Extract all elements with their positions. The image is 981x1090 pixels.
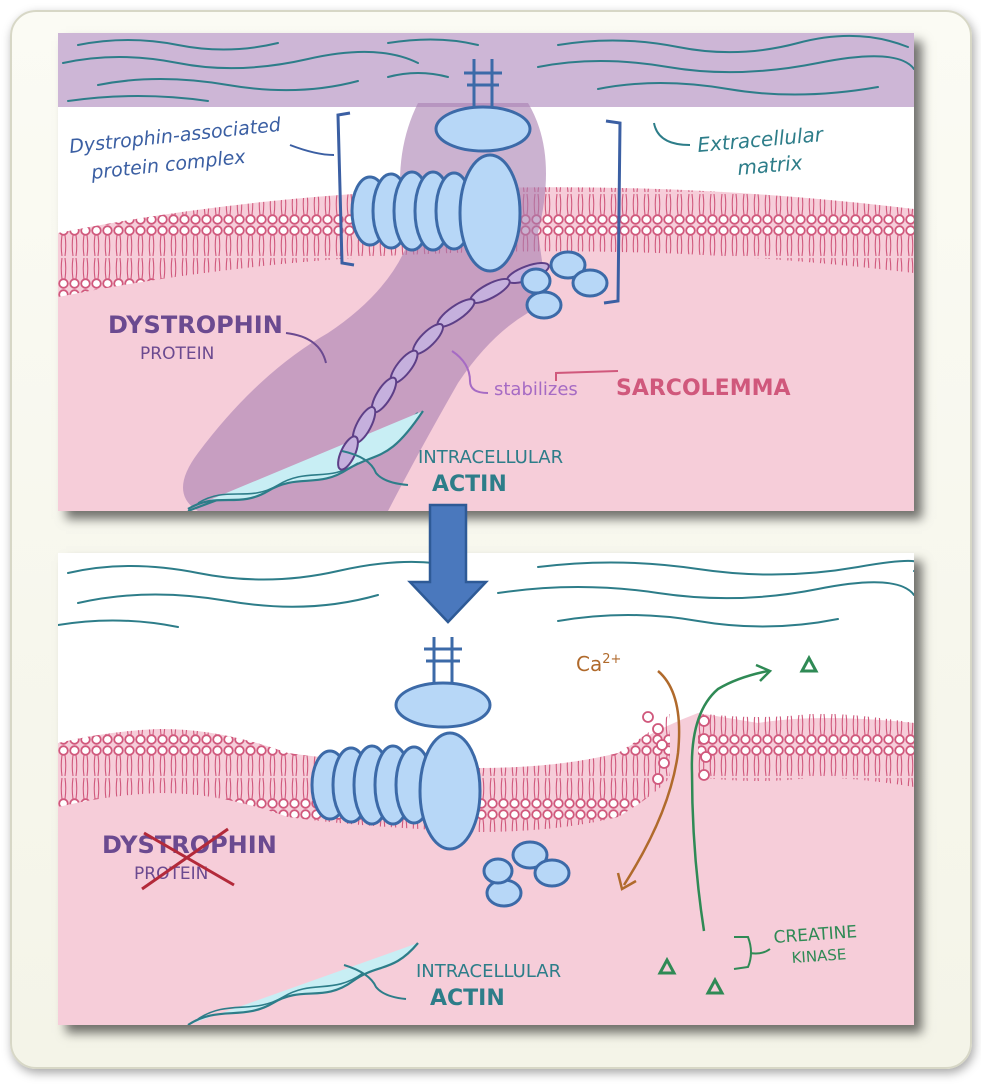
ecm-fibers [62, 34, 914, 102]
bottom-panel-damaged-membrane: DYSTROPHIN PROTEIN Ca2+ CREATINE KINASE … [58, 553, 914, 1025]
dystrophin-associated-protein-complex [350, 59, 609, 320]
actin-leader-line [343, 964, 407, 1000]
dystrophin-label-line2: PROTEIN [140, 344, 214, 364]
transition-down-arrow [407, 503, 489, 624]
stabilizes-label: stabilizes [494, 379, 578, 400]
actin-label-line1: INTRACELLULAR [418, 447, 563, 468]
creatine-kinase-efflux-arrow [690, 669, 769, 932]
membrane-tear [642, 711, 712, 785]
dystrophin-label-line1: DYSTROPHIN [108, 311, 283, 339]
creatine-kinase-molecules [657, 654, 819, 995]
dystrophin-associated-protein-complex [310, 637, 571, 908]
actin-leader-line [341, 450, 409, 486]
actin-label-line2: ACTIN [430, 986, 505, 1011]
creatine-kinase-bracket [733, 936, 771, 970]
actin-filament [187, 942, 419, 1025]
sarcolemma-bracket [555, 370, 619, 381]
ck-label-line2: KINASE [791, 945, 847, 967]
stabilizes-leader-line [451, 350, 489, 394]
dystrophin-label-line2: PROTEIN [134, 864, 208, 884]
actin-label-line1: INTRACELLULAR [416, 961, 561, 982]
actin-label-line2: ACTIN [432, 472, 507, 497]
extracellular-matrix [58, 33, 914, 107]
dystrophin-leader-line [285, 332, 327, 364]
ecm-fibers [58, 559, 914, 628]
dystrophin-absent-cross [141, 827, 235, 891]
calcium-influx-arrow [622, 670, 681, 886]
calcium-label: Ca2+ [576, 652, 621, 676]
dapc-leader-line [289, 144, 335, 156]
complex-bracket [336, 111, 622, 305]
ecm-leader-line [653, 122, 691, 146]
sarcolemma-right-segment [698, 713, 914, 787]
ecm-label-line2: matrix [736, 150, 803, 180]
sarcolemma-label: SARCOLEMMA [616, 376, 791, 401]
top-panel-intact-membrane: Dystrophin-associated protein complex Ex… [58, 33, 914, 511]
